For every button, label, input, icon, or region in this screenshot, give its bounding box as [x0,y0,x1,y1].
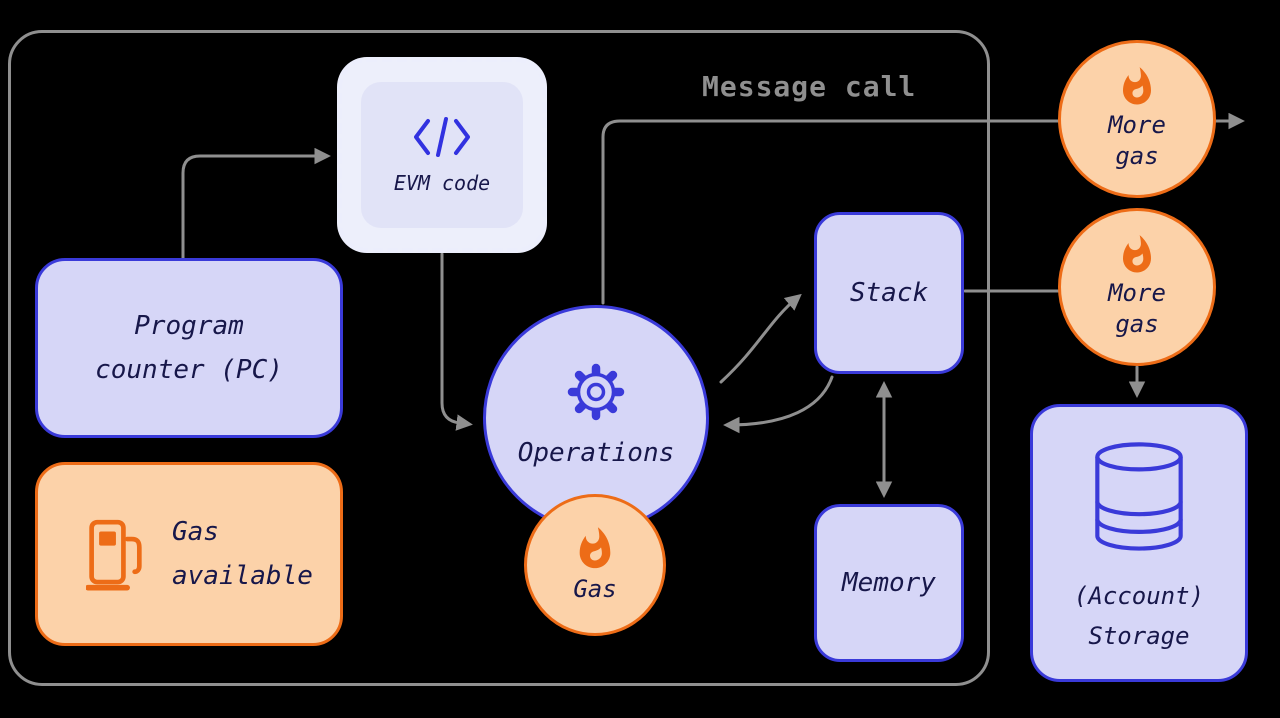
stack-box: Stack [814,212,964,374]
gas-label: Gas [573,574,617,603]
gear-icon [567,363,625,421]
evm-code-box: EVM code [337,57,547,253]
account-storage-box: (Account) Storage [1030,404,1248,682]
message-call-title: Message call [702,70,917,103]
program-counter-box: Program counter (PC) [35,258,343,438]
database-icon [1095,441,1183,551]
memory-box: Memory [814,504,964,662]
program-counter-line1: Program [134,311,244,341]
gas-pump-icon [86,519,142,591]
more-gas-mid-line1: More [1108,279,1166,307]
storage-line1: (Account) [1073,581,1205,610]
code-icon [414,117,470,157]
gas-available-line2: available [172,561,313,591]
gas-available-line1: Gas [172,517,219,547]
flame-icon [1123,67,1151,105]
more-gas-top-line2: gas [1115,142,1159,170]
gas-available-box: Gas available [35,462,343,646]
stack-label: Stack [849,278,929,308]
program-counter-line2: counter (PC) [95,355,283,385]
operations-circle: Operations [483,305,709,531]
operations-label: Operations [517,438,675,468]
more-gas-top-line1: More [1108,111,1166,139]
message-call-frame [8,30,990,686]
evm-code-label: EVM code [393,171,491,195]
flame-icon [1123,235,1151,273]
more-gas-mid-line2: gas [1115,310,1159,338]
memory-label: Memory [842,568,936,598]
flame-icon [579,526,611,568]
evm-code-inner: EVM code [361,82,523,228]
gas-circle: Gas [524,494,666,636]
more-gas-top-circle: More gas [1058,40,1216,198]
storage-line2: Storage [1088,621,1190,650]
more-gas-mid-circle: More gas [1058,208,1216,366]
